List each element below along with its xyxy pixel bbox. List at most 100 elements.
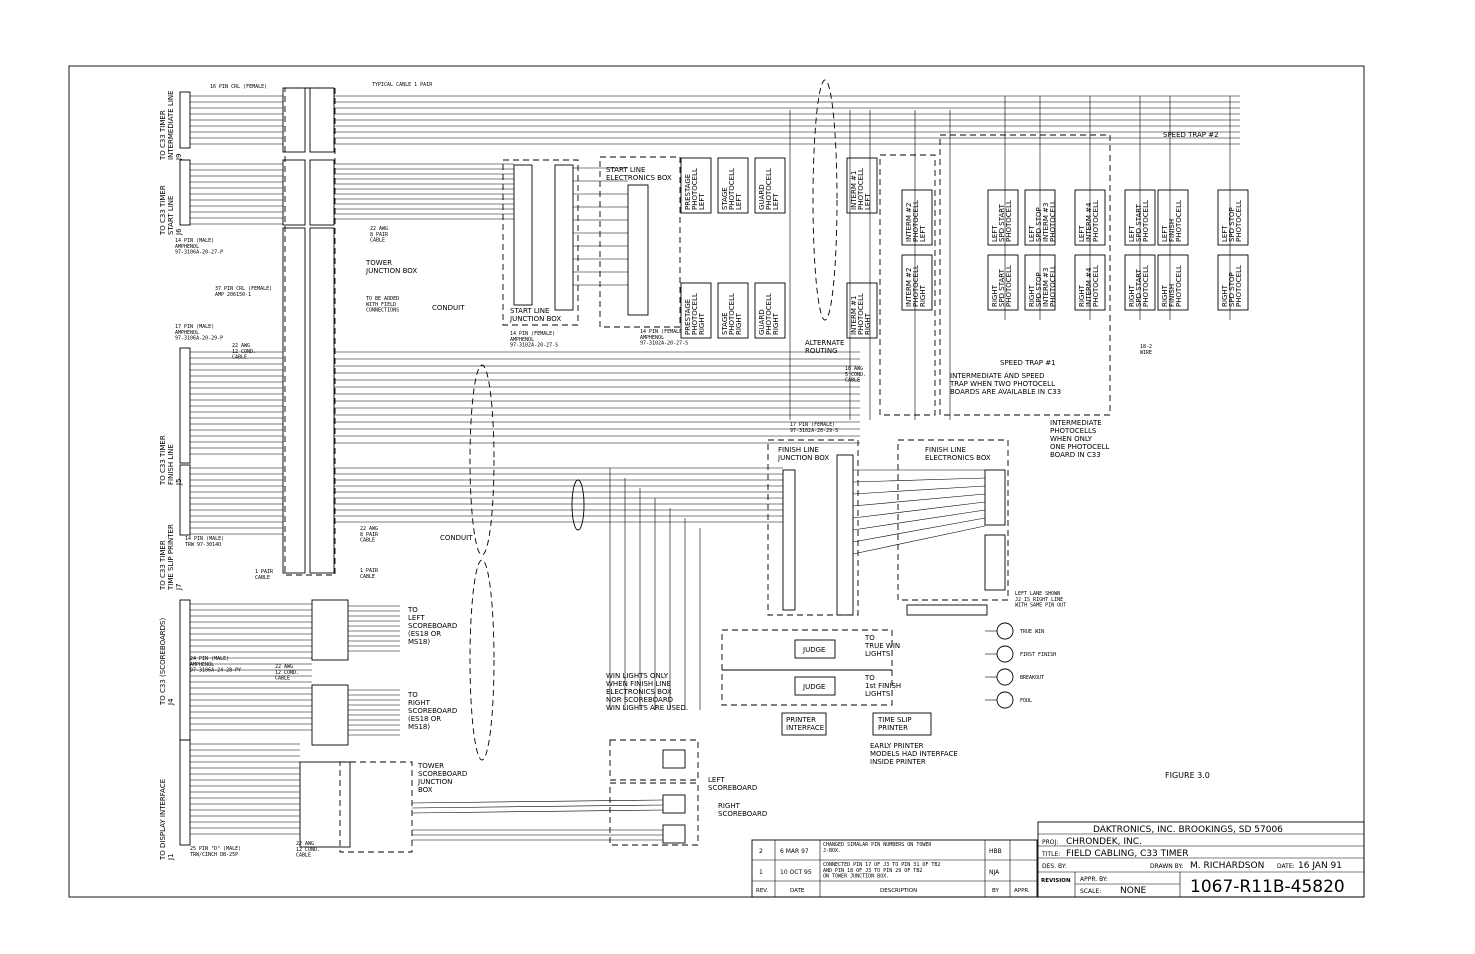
photocell-box: PRESTAGEPHOTOCELLRIGHT [680,282,712,339]
photocell-label: LEFTSPD STOPPHOTOCELL [1221,200,1243,242]
text-line: CABLE [296,853,311,859]
text-line: PRESTAGE [684,174,692,210]
text-line: LEFT [919,225,927,242]
text-line: TRUE WIN [864,642,900,650]
text-line: 22 AWG [296,841,314,847]
text-line: J5 [175,478,183,486]
text-line: TO C33 TIMER [159,435,167,486]
wire [411,804,664,809]
photocell-box: INTERM #2PHOTOCELLLEFT [901,189,933,246]
lamp-icon [996,668,1014,686]
rev-row-0-rev: 2 [759,848,763,855]
text-line: 17 PIN (MALE) [175,324,214,330]
photocell-box: LEFTSPD STOPINTERM #3PHOTOCELL [1024,189,1057,246]
connector-j6-label: TO C33 TIMERSTART LINEJ6 [159,185,183,236]
rev-header-appr: APPR. [1014,888,1030,894]
text-line: INTERM #3 [1042,203,1050,242]
speed-trap-2-label: SPEED TRAP #2 [1163,131,1219,139]
photocell-outline [1157,254,1189,311]
text-line: PHOTOCELL [728,293,736,335]
wire [411,809,664,814]
photocell-outline [987,254,1019,311]
text-line: 1st FINISH [865,682,901,690]
revision-table: 2 6 MAR 97 CHANGED SIMALAR PIN NUMBERS O… [751,839,1038,898]
text-line: INSIDE PRINTER [870,758,926,766]
text-line: 17 PIN (FEMALE) [790,422,835,428]
text-line: RIGHT [408,699,431,707]
svg-text:TO C33 TIMERTIME SLIP PRINTERJ: TO C33 TIMERTIME SLIP PRINTERJ7 [159,524,183,591]
text-line: BOX [418,786,433,794]
text-line: ELECTRONICS BOX [606,174,672,182]
rev-row-1-date: 10 OCT 95 [780,869,812,876]
text-line: STAGE [721,187,729,210]
text-line: PHOTOCELL [1175,200,1183,242]
text-line: PHOTOCELLS [1050,427,1097,435]
text-line: PRESTAGE [684,299,692,335]
text-line: PHOTOCELL [1092,265,1100,307]
start-line-junction-box [502,159,579,326]
photocell-box: INTERM #1PHOTOCELLRIGHT [846,282,878,339]
text-line: ELECTRONICS BOX [925,454,991,462]
text-line: 8 PAIR [360,532,379,538]
text-line: INTERMEDIATE LINE [167,90,175,160]
text-line: INTERM #1 [850,296,858,335]
text-line: TRW/CINCH DB-25P [190,852,238,858]
connector-p1-db25 [179,739,191,846]
connector-j7-label: TO C33 TIMERTIME SLIP PRINTERJ7 [159,524,183,591]
photocell-label: RIGHTFINISHPHOTOCELL [1161,265,1183,307]
text-line: INTERM #2 [905,268,913,307]
text-line: LEFT [991,225,999,242]
text-line: CONNECTED PIN 17 OF J3 TO PIN 31 OF TB2 [823,862,940,868]
revision-label: REVISION [1041,878,1071,884]
text-line: TIME SLIP [877,716,912,724]
photocell-box: LEFTFINISHPHOTOCELL [1157,189,1189,246]
text-line: RIGHT [1161,284,1169,307]
text-line: PHOTOCELL [1142,200,1150,242]
text-line: SPD STOP [1228,272,1236,307]
rev-header-rev: REV. [756,888,768,894]
photocell-label: LEFTSPD STOPINTERM #3PHOTOCELL [1028,200,1057,242]
text-line: 22 AWG [275,664,293,670]
text-line: AMPHENOL [510,337,534,343]
text-line: CABLE [275,676,290,682]
text-line: PHOTOCELL [1235,200,1243,242]
text-line: TO C33 TIMER [159,110,167,161]
text-line: JUNCTION BOX [365,267,417,275]
photocell-outline [901,254,933,311]
photocell-label: GUARDPHOTOCELLRIGHT [758,293,780,335]
photocell-label: LEFTFINISHPHOTOCELL [1161,200,1183,242]
wire [852,525,986,555]
judge-label-1: JUDGE [802,646,825,654]
text-line: LEFT [735,193,743,210]
text-line: INTERFACE [786,724,824,732]
photocell-box: STAGEPHOTOCELLRIGHT [717,282,749,339]
text-line: FINISH LINE [778,446,819,454]
text-line: SPD START [998,268,1006,307]
drawn-by: M. RICHARDSON [1190,861,1264,871]
text-line: LEFT [698,193,706,210]
text-line: (ES18 OR [408,715,441,723]
photocell-outline [717,157,749,214]
photocell-label: RIGHTINTERM #4PHOTOCELL [1078,265,1100,307]
rev-row-1-by: NJA [989,869,1000,876]
text-line: MS18) [408,723,430,731]
text-line: LIGHTS [865,650,891,658]
finish-line-electronics-box [897,439,1009,616]
text-line: 97-3106A-24-28-PY [190,668,241,674]
connector-j4-label: TO C33 (SCOREBOARDS)J4 [159,618,175,706]
text-line: ALTERNATE [805,339,844,347]
p1-connector-label: 25 PIN "D" (MALE)TRW/CINCH DB-25P [190,846,241,858]
text-line: MS18) [408,638,430,646]
text-line: J7 [175,583,183,591]
light-label: BREAKOUT [1020,675,1044,681]
light-label: TRUE WIN [1020,629,1044,635]
photocell-outline [987,189,1019,246]
text-line: TO [864,674,875,682]
left-wire-bundles [190,95,664,841]
